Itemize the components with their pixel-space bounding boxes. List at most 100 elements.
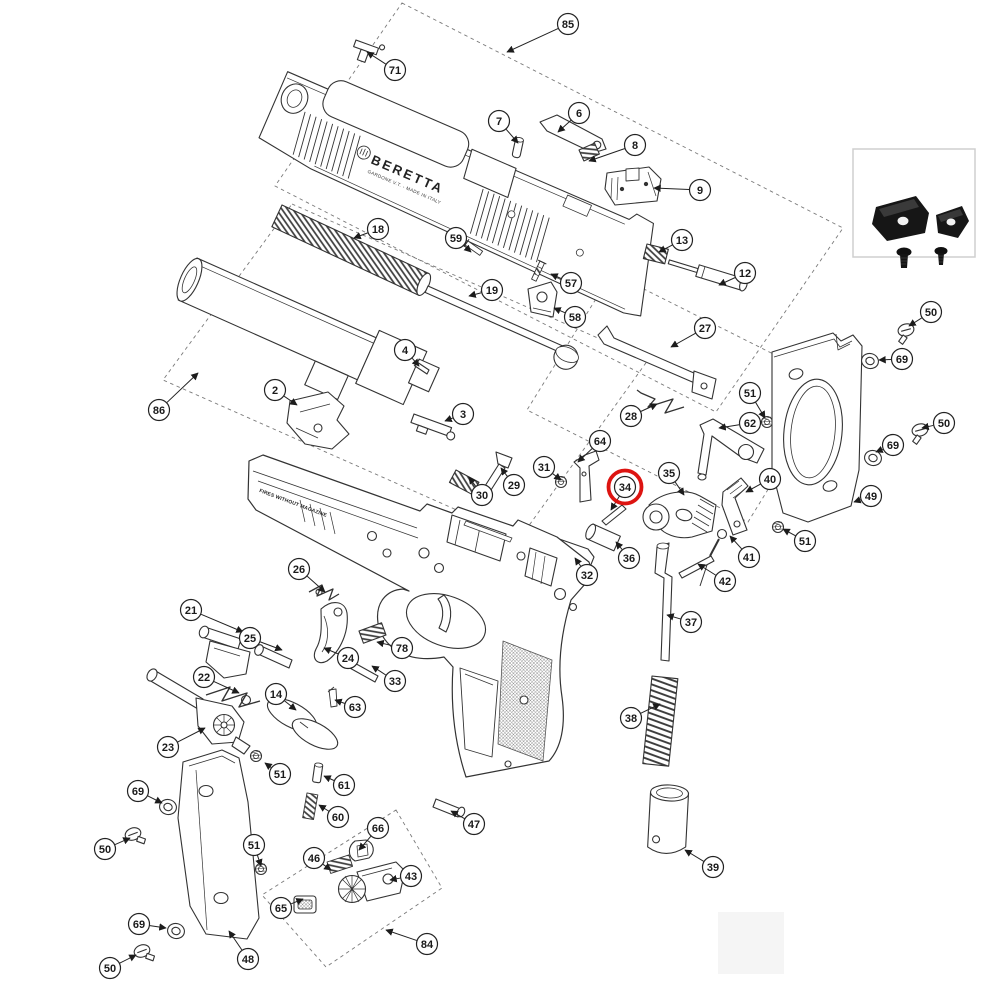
callout-22[interactable]: 22 (192, 665, 240, 694)
group-box-magrelease (261, 809, 443, 968)
callout-13[interactable]: 13 (658, 228, 694, 253)
svg-text:65: 65 (275, 903, 287, 915)
callout-71[interactable]: 71 (366, 51, 407, 82)
callout-43[interactable]: 43 (389, 864, 423, 888)
callout-30[interactable]: 30 (468, 476, 494, 507)
callout-36[interactable]: 36 (615, 541, 641, 570)
block-pin-part (531, 259, 547, 282)
callout-4[interactable]: 4 (393, 338, 420, 367)
svg-text:34: 34 (619, 482, 632, 494)
callout-51[interactable]: 51 (782, 528, 817, 553)
callout-50[interactable]: 50 (98, 954, 137, 980)
callout-62[interactable]: 62 (718, 411, 762, 435)
svg-text:22: 22 (198, 672, 210, 684)
callout-69[interactable]: 69 (126, 779, 163, 804)
callout-50[interactable]: 50 (93, 837, 131, 861)
svg-text:43: 43 (405, 871, 417, 883)
callout-24[interactable]: 24 (323, 646, 360, 670)
callout-51[interactable]: 51 (738, 381, 766, 419)
callout-14[interactable]: 14 (264, 682, 297, 711)
callout-49[interactable]: 49 (853, 484, 883, 508)
callout-69[interactable]: 69 (127, 912, 167, 936)
beretta-trident-icon (359, 148, 369, 157)
barrel-part (176, 257, 440, 406)
callout-51[interactable]: 51 (264, 762, 292, 786)
callout-18[interactable]: 18 (353, 217, 390, 241)
callout-25[interactable]: 25 (238, 626, 283, 652)
callout-46[interactable]: 46 (302, 846, 332, 871)
callout-19[interactable]: 19 (468, 278, 504, 302)
callout-86[interactable]: 86 (147, 372, 199, 422)
callout-9[interactable]: 9 (653, 178, 712, 202)
callout-27[interactable]: 27 (670, 316, 717, 348)
svg-text:23: 23 (162, 742, 174, 754)
magazine-spring-part (642, 675, 679, 767)
callout-47[interactable]: 47 (450, 810, 486, 836)
callout-6[interactable]: 6 (557, 101, 591, 133)
callout-66[interactable]: 66 (358, 816, 390, 851)
front-sight-part (353, 39, 386, 63)
callout-59[interactable]: 59 (444, 226, 472, 253)
callout-21[interactable]: 21 (179, 598, 244, 633)
callout-8[interactable]: 8 (588, 133, 647, 163)
callout-29[interactable]: 29 (500, 467, 526, 497)
callout-84[interactable]: 84 (385, 928, 439, 956)
svg-text:41: 41 (743, 552, 755, 564)
callout-35[interactable]: 35 (657, 461, 685, 496)
callout-64[interactable]: 64 (577, 429, 612, 463)
callout-69[interactable]: 69 (875, 433, 905, 457)
callout-23[interactable]: 23 (156, 727, 206, 759)
lanyard-tube-part (647, 784, 690, 854)
callout-61[interactable]: 61 (323, 773, 356, 797)
disconnector-part (573, 450, 600, 503)
callout-31[interactable]: 31 (532, 455, 562, 481)
callout-50[interactable]: 50 (921, 411, 956, 435)
svg-text:48: 48 (242, 954, 254, 966)
locking-block-part (286, 391, 350, 450)
callout-33[interactable]: 33 (371, 665, 407, 693)
callout-78[interactable]: 78 (376, 636, 414, 660)
right-grip-panel-part (771, 332, 863, 523)
callout-40[interactable]: 40 (745, 467, 782, 493)
callout-69[interactable]: 69 (878, 347, 914, 371)
callout-51[interactable]: 51 (242, 833, 266, 867)
svg-text:9: 9 (697, 185, 703, 197)
callout-34[interactable]: 34 (606, 468, 644, 511)
callout-38[interactable]: 38 (619, 703, 661, 730)
callout-3[interactable]: 3 (444, 402, 475, 426)
callout-32[interactable]: 32 (574, 557, 599, 587)
svg-text:58: 58 (569, 312, 581, 324)
svg-text:26: 26 (293, 564, 305, 576)
svg-text:47: 47 (468, 819, 480, 831)
highlight-ring (606, 468, 644, 506)
inset-screw-right (934, 247, 948, 265)
callout-39[interactable]: 39 (684, 849, 725, 879)
svg-text:3: 3 (460, 409, 466, 421)
callout-48[interactable]: 48 (228, 930, 260, 971)
callout-41[interactable]: 41 (729, 535, 761, 569)
svg-text:18: 18 (372, 224, 384, 236)
svg-text:24: 24 (342, 653, 355, 665)
callout-7[interactable]: 7 (487, 109, 519, 144)
svg-text:85: 85 (562, 19, 574, 31)
callout-12[interactable]: 12 (718, 261, 757, 286)
svg-text:7: 7 (496, 116, 502, 128)
callout-42[interactable]: 42 (697, 563, 737, 593)
callout-28[interactable]: 28 (619, 403, 658, 428)
trigger-bar-spring2-part (308, 584, 340, 601)
front-serrations (292, 111, 361, 179)
callout-85[interactable]: 85 (506, 12, 580, 53)
svg-text:35: 35 (663, 468, 675, 480)
callout-37[interactable]: 37 (666, 610, 703, 634)
callout-50[interactable]: 50 (908, 300, 943, 327)
callout-63[interactable]: 63 (334, 695, 367, 719)
callout-65[interactable]: 65 (269, 896, 304, 920)
callout-60[interactable]: 60 (318, 804, 350, 829)
svg-text:49: 49 (865, 491, 877, 503)
callout-58[interactable]: 58 (553, 305, 587, 329)
callout-2[interactable]: 2 (263, 378, 298, 406)
svg-text:39: 39 (707, 862, 719, 874)
callout-57[interactable]: 57 (550, 271, 583, 295)
callout-26[interactable]: 26 (287, 557, 326, 593)
